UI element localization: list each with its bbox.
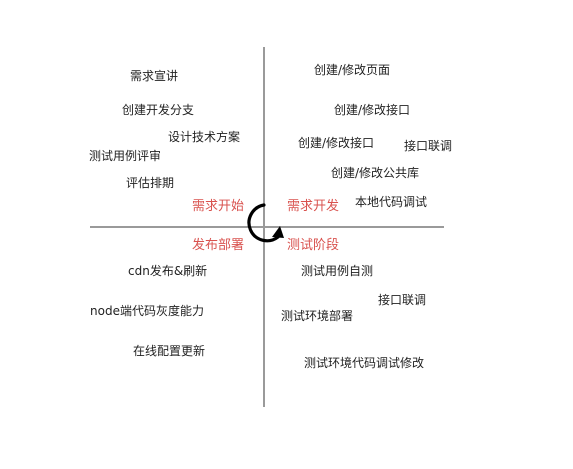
task-item: 评估排期 bbox=[126, 176, 175, 190]
task-item: 创建/修改接口 bbox=[298, 136, 375, 150]
task-item: 本地代码调试 bbox=[355, 195, 428, 209]
stage-label-bottom-right: 测试阶段 bbox=[287, 238, 340, 253]
task-item: 创建/修改页面 bbox=[314, 63, 391, 77]
task-item: node端代码灰度能力 bbox=[90, 304, 204, 318]
stage-label-top-left: 需求开始 bbox=[192, 199, 245, 214]
task-item: 创建开发分支 bbox=[122, 103, 195, 117]
task-item: 接口联调 bbox=[378, 293, 427, 307]
stage-label-bottom-left: 发布部署 bbox=[192, 238, 245, 253]
task-item: 需求宣讲 bbox=[130, 69, 179, 83]
task-item: 测试环境代码调试修改 bbox=[304, 356, 425, 370]
task-item: 测试环境部署 bbox=[281, 309, 354, 323]
task-item: 设计技术方案 bbox=[168, 130, 241, 144]
task-item: 测试用例评审 bbox=[89, 149, 162, 163]
horizontal-axis bbox=[90, 226, 444, 228]
cycle-arrow-icon bbox=[247, 203, 284, 243]
task-item: 在线配置更新 bbox=[133, 344, 206, 358]
stage-label-top-right: 需求开发 bbox=[287, 199, 340, 214]
task-item: 接口联调 bbox=[404, 139, 453, 153]
task-item: 创建/修改公共库 bbox=[331, 166, 420, 180]
task-item: 创建/修改接口 bbox=[334, 103, 411, 117]
task-item: cdn发布&刷新 bbox=[128, 264, 208, 278]
task-item: 测试用例自测 bbox=[301, 264, 374, 278]
